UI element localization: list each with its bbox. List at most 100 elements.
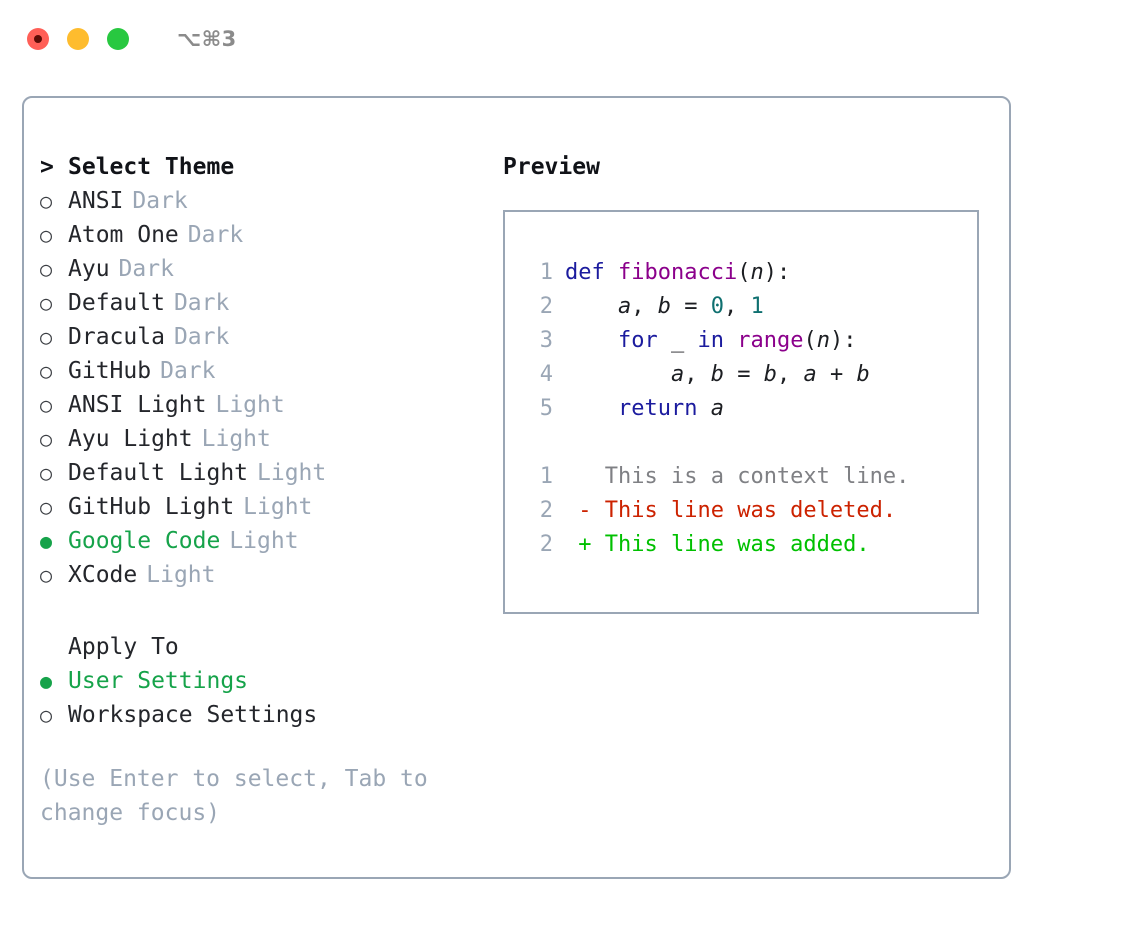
theme-option-name: Default Light: [68, 460, 249, 486]
caret-icon: >: [40, 154, 54, 180]
line-number: 4: [539, 362, 553, 387]
theme-option-variant: Dark: [160, 358, 216, 384]
code-token-pun: ,: [723, 294, 751, 319]
title-bar: ⌥⌘3: [0, 0, 1140, 78]
close-button[interactable]: [27, 28, 49, 50]
minimize-button[interactable]: [67, 28, 89, 50]
code-token-plain: [697, 396, 710, 421]
code-token-var: b: [657, 294, 671, 319]
theme-option-variant: Light: [146, 562, 216, 588]
diff-sample: 1 This is a context line. 2 - This line w…: [523, 460, 977, 562]
diff-text: This is a context line.: [604, 464, 910, 489]
radio-unselected-icon: ○: [40, 703, 53, 727]
code-line-text: a, b = 0, 1: [565, 290, 764, 324]
theme-option-name: Ayu: [68, 256, 110, 282]
code-token-var: a: [670, 362, 685, 387]
theme-option-name: Default: [68, 290, 165, 316]
diff-spacer: [523, 426, 977, 460]
code-line-text: a, b = b, a + b: [565, 358, 870, 392]
code-token-pun: ):: [829, 328, 857, 353]
code-line: 4 a, b = b, a + b: [523, 358, 977, 392]
code-token-pun: +: [816, 362, 857, 387]
radio-unselected-icon: ○: [40, 427, 53, 451]
theme-option-variant: Dark: [173, 324, 230, 350]
preview-title: Preview: [503, 154, 600, 180]
radio-unselected-icon: ○: [40, 495, 53, 519]
code-token-var: n: [816, 328, 830, 353]
theme-option-name: Google Code: [68, 528, 221, 554]
code-token-kw: in: [697, 328, 724, 353]
code-token-pun: =: [670, 294, 711, 319]
code-token-kw: return: [617, 396, 698, 421]
code-line-text: for _ in range(n):: [565, 324, 856, 358]
line-number: 3: [539, 328, 553, 353]
diff-line-del: 2 - This line was deleted.: [523, 494, 977, 528]
code-token-fn: fibonacci: [617, 260, 738, 285]
diff-text: This line was added.: [604, 532, 870, 557]
theme-option-name: GitHub Light: [68, 494, 235, 520]
theme-option-variant: Dark: [187, 222, 244, 248]
diff-line-text: + This line was added.: [565, 528, 870, 562]
diff-line-add: 2 + This line was added.: [523, 528, 977, 562]
diff-sign: [565, 464, 605, 489]
code-token-var: n: [750, 260, 764, 285]
apply-to-option-workspace-settings[interactable]: ○Workspace Settings: [40, 698, 494, 732]
traffic-light-group: [27, 28, 129, 50]
keyboard-hint: (Use Enter to select, Tab to change focu…: [40, 762, 450, 830]
radio-unselected-icon: ○: [40, 393, 53, 417]
diff-line-text: - This line was deleted.: [565, 494, 896, 528]
code-line-text: def fibonacci(n):: [565, 256, 790, 290]
radio-unselected-icon: ○: [40, 291, 53, 315]
theme-option-variant: Dark: [132, 188, 188, 214]
select-theme-label: Select Theme: [68, 154, 235, 180]
diff-text: This line was deleted.: [604, 498, 897, 523]
line-number: 2: [539, 498, 553, 523]
apply-to-label: Apply To: [68, 634, 179, 660]
code-token-var: a: [617, 294, 632, 319]
theme-option-name: ANSI Light: [68, 392, 207, 418]
theme-option-variant: Light: [215, 392, 285, 418]
code-token-pun: ,: [776, 362, 804, 387]
line-number: 1: [539, 464, 553, 489]
code-line: 5 return a: [523, 392, 977, 426]
apply-to-marker-placeholder: [40, 630, 68, 664]
theme-option-variant: Light: [243, 494, 313, 520]
apply-to-option-user-settings[interactable]: ●User Settings: [40, 664, 494, 698]
hint-line-2: change focus): [40, 800, 221, 826]
radio-unselected-icon: ○: [40, 189, 53, 213]
radio-unselected-icon: ○: [40, 461, 53, 485]
code-token-pun: (: [737, 260, 751, 285]
code-token-pun: =: [723, 362, 764, 387]
code-token-plain: [565, 396, 618, 421]
maximize-button[interactable]: [107, 28, 129, 50]
theme-option-variant: Light: [229, 528, 299, 554]
line-number: 5: [539, 396, 553, 421]
keyboard-shortcut-label: ⌥⌘3: [177, 27, 237, 51]
code-token-pun: _: [657, 328, 698, 353]
code-token-pun: ,: [631, 294, 658, 319]
section-spacer: [40, 592, 494, 630]
apply-to-option-list: ●User Settings○Workspace Settings: [40, 664, 494, 732]
theme-option-ansi-light[interactable]: ○ ANSI Light Light: [40, 388, 494, 422]
code-token-num: 1: [750, 294, 764, 319]
diff-sign: +: [565, 532, 605, 557]
code-line: 3 for _ in range(n):: [523, 324, 977, 358]
theme-option-github-light[interactable]: ○ GitHub Light Light: [40, 490, 494, 524]
line-number: 2: [539, 294, 553, 319]
code-token-kw: def: [565, 260, 618, 285]
